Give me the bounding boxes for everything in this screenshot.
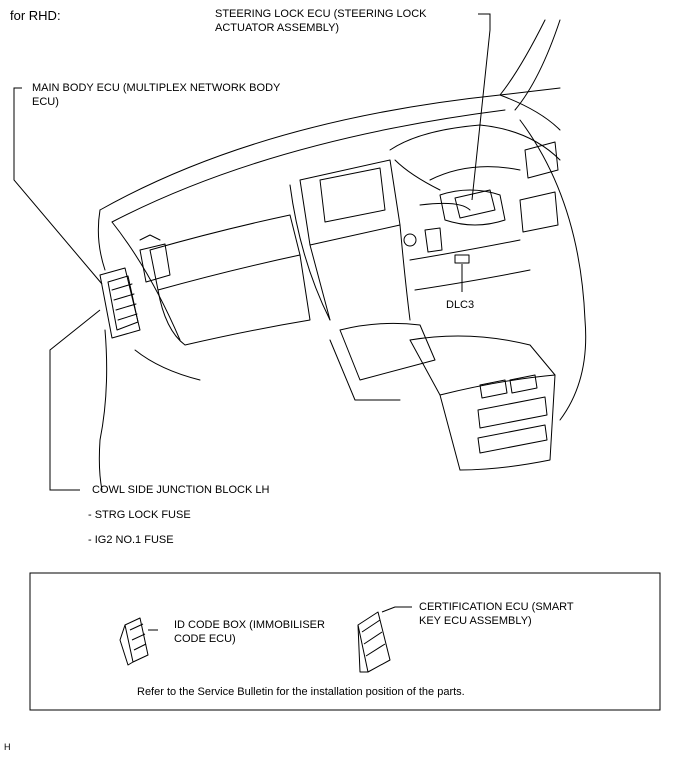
center-screen bbox=[319, 167, 386, 223]
left-dash-edge bbox=[97, 209, 106, 271]
cowl-side-junction-block-label: COWL SIDE JUNCTION BLOCK LH bbox=[92, 484, 270, 496]
figure-code: H bbox=[4, 742, 11, 752]
id-code-box-label-2: CODE ECU) bbox=[174, 633, 236, 645]
inset-box bbox=[29, 572, 661, 711]
left-vent bbox=[139, 243, 171, 283]
windshield-edge bbox=[99, 87, 561, 211]
fuse-label-strg-lock: - STRG LOCK FUSE bbox=[88, 509, 191, 521]
service-bulletin-note: Refer to the Service Bulletin for the in… bbox=[137, 686, 465, 698]
id-code-box-label-1: ID CODE BOX (IMMOBILISER bbox=[174, 619, 325, 631]
center-console bbox=[339, 322, 436, 381]
leader-cowl-junction bbox=[49, 309, 101, 491]
dlc3-connector bbox=[454, 254, 470, 264]
certification-ecu-label-1: CERTIFICATION ECU (SMART bbox=[419, 601, 574, 613]
right-pillar bbox=[499, 19, 546, 96]
main-body-ecu-block bbox=[99, 267, 141, 339]
id-code-box-icon bbox=[124, 617, 149, 663]
fuse-label-ig2: - IG2 NO.1 FUSE bbox=[88, 534, 174, 546]
steering-lock-unit bbox=[454, 189, 496, 219]
certification-ecu-icon bbox=[357, 611, 391, 673]
glove-box bbox=[149, 214, 301, 291]
leader-main-body-ecu bbox=[13, 87, 103, 285]
certification-ecu-label-2: KEY ECU ASSEMBLY) bbox=[419, 615, 532, 627]
steering-lock-ecu-label-2: ACTUATOR ASSEMBLY) bbox=[215, 22, 340, 34]
dlc3-label: DLC3 bbox=[446, 299, 475, 311]
steering-lock-ecu-label-1: STEERING LOCK ECU (STEERING LOCK bbox=[215, 8, 427, 20]
main-body-ecu-label-1: MAIN BODY ECU (MULTIPLEX NETWORK BODY bbox=[32, 82, 281, 94]
steering-column bbox=[439, 189, 506, 226]
header-label: for RHD: bbox=[10, 8, 61, 23]
leader-steering-lock bbox=[471, 13, 491, 201]
center-knob bbox=[403, 233, 417, 247]
main-body-ecu-label-2: ECU) bbox=[32, 96, 59, 108]
